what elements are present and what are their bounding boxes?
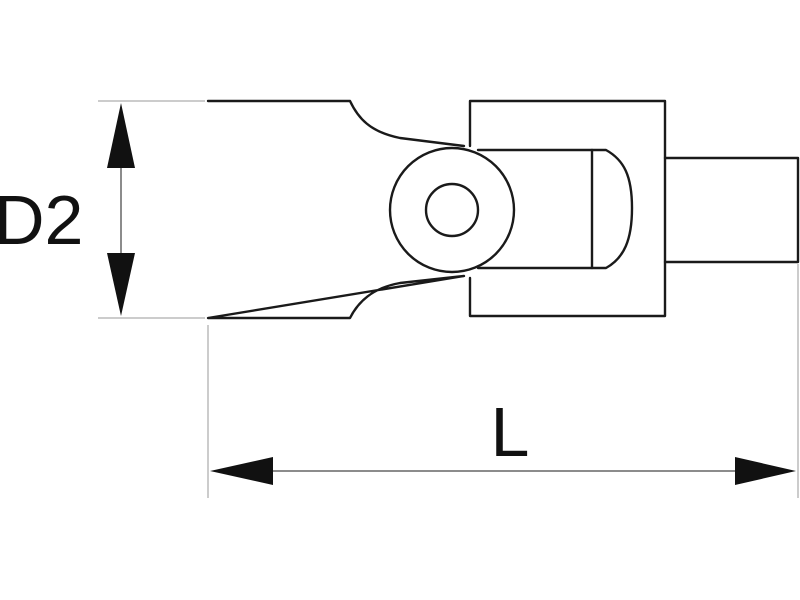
pivot-hole bbox=[424, 182, 480, 238]
pivot-ring bbox=[388, 146, 516, 274]
pin-housing bbox=[476, 148, 594, 270]
pin-end-cap bbox=[590, 148, 634, 270]
square-drive bbox=[663, 156, 800, 264]
socket-body bbox=[206, 99, 466, 320]
l-arrow-right bbox=[735, 457, 796, 485]
d2-label: D2 bbox=[0, 181, 83, 259]
l-arrow-left bbox=[210, 457, 273, 485]
d2-arrow-up bbox=[107, 103, 135, 168]
universal-joint-outline bbox=[206, 99, 800, 320]
l-dimension bbox=[210, 457, 796, 485]
d2-arrow-down bbox=[107, 253, 135, 316]
d2-dimension bbox=[107, 103, 135, 316]
length-label: L bbox=[491, 393, 530, 471]
yoke-block bbox=[468, 99, 667, 318]
